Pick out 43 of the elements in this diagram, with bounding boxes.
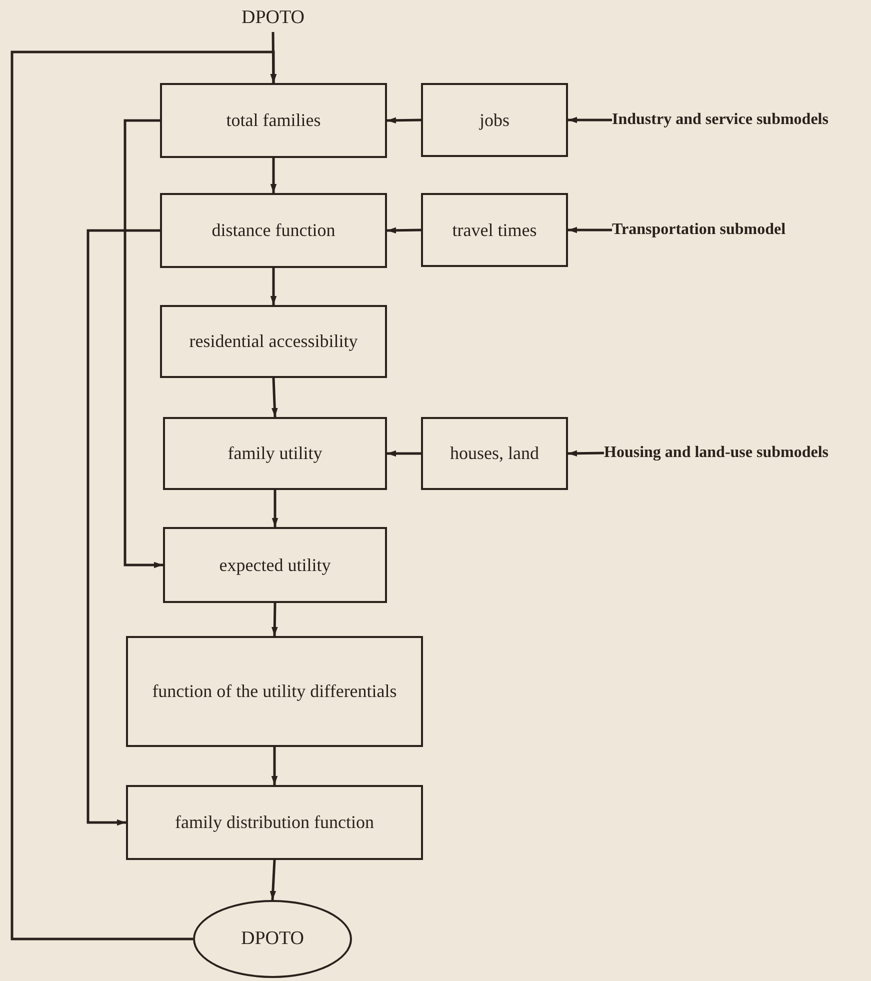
process-box (126, 636, 423, 747)
node-label: expected utility (218, 554, 332, 577)
node-label: distance function (210, 219, 336, 242)
process-box (160, 305, 387, 378)
process-box (160, 83, 387, 158)
arrow (271, 747, 278, 785)
arrow (272, 378, 278, 418)
arrow (124, 119, 163, 568)
arrow (86, 229, 160, 826)
node-label: Transportation submodel (612, 220, 787, 240)
arrow (270, 860, 276, 900)
arrow (10, 50, 277, 940)
node-label: DPOTO (240, 6, 306, 30)
arrow (568, 226, 612, 234)
arrow (272, 490, 278, 527)
terminal-ellipse (193, 900, 352, 978)
node-label: function of the utility differentials (151, 680, 398, 704)
arrow (387, 450, 421, 457)
arrow (386, 117, 422, 124)
arrow (386, 227, 422, 234)
process-box (160, 193, 387, 268)
node-label: residential accessibility (188, 330, 359, 354)
node-label: Housing and land-use submodels (604, 442, 830, 463)
process-box (421, 193, 568, 267)
process-box (421, 83, 568, 157)
process-box (163, 527, 387, 603)
arrow (270, 268, 277, 305)
node-label: total families (225, 109, 322, 132)
node-label: Industry and service submodels (612, 110, 830, 130)
process-box (126, 785, 423, 860)
process-box (163, 417, 387, 490)
node-label: houses, land (449, 442, 540, 466)
node-label: family distribution function (174, 811, 375, 834)
arrow (271, 602, 278, 636)
node-label: jobs (478, 108, 510, 132)
arrow (270, 158, 277, 193)
node-label: DPOTO (240, 926, 305, 951)
node-label: family utility (226, 442, 324, 466)
process-box (421, 417, 568, 490)
arrow (568, 450, 604, 457)
node-label: travel times (451, 218, 538, 242)
arrow (568, 116, 612, 124)
arrow (270, 32, 277, 84)
